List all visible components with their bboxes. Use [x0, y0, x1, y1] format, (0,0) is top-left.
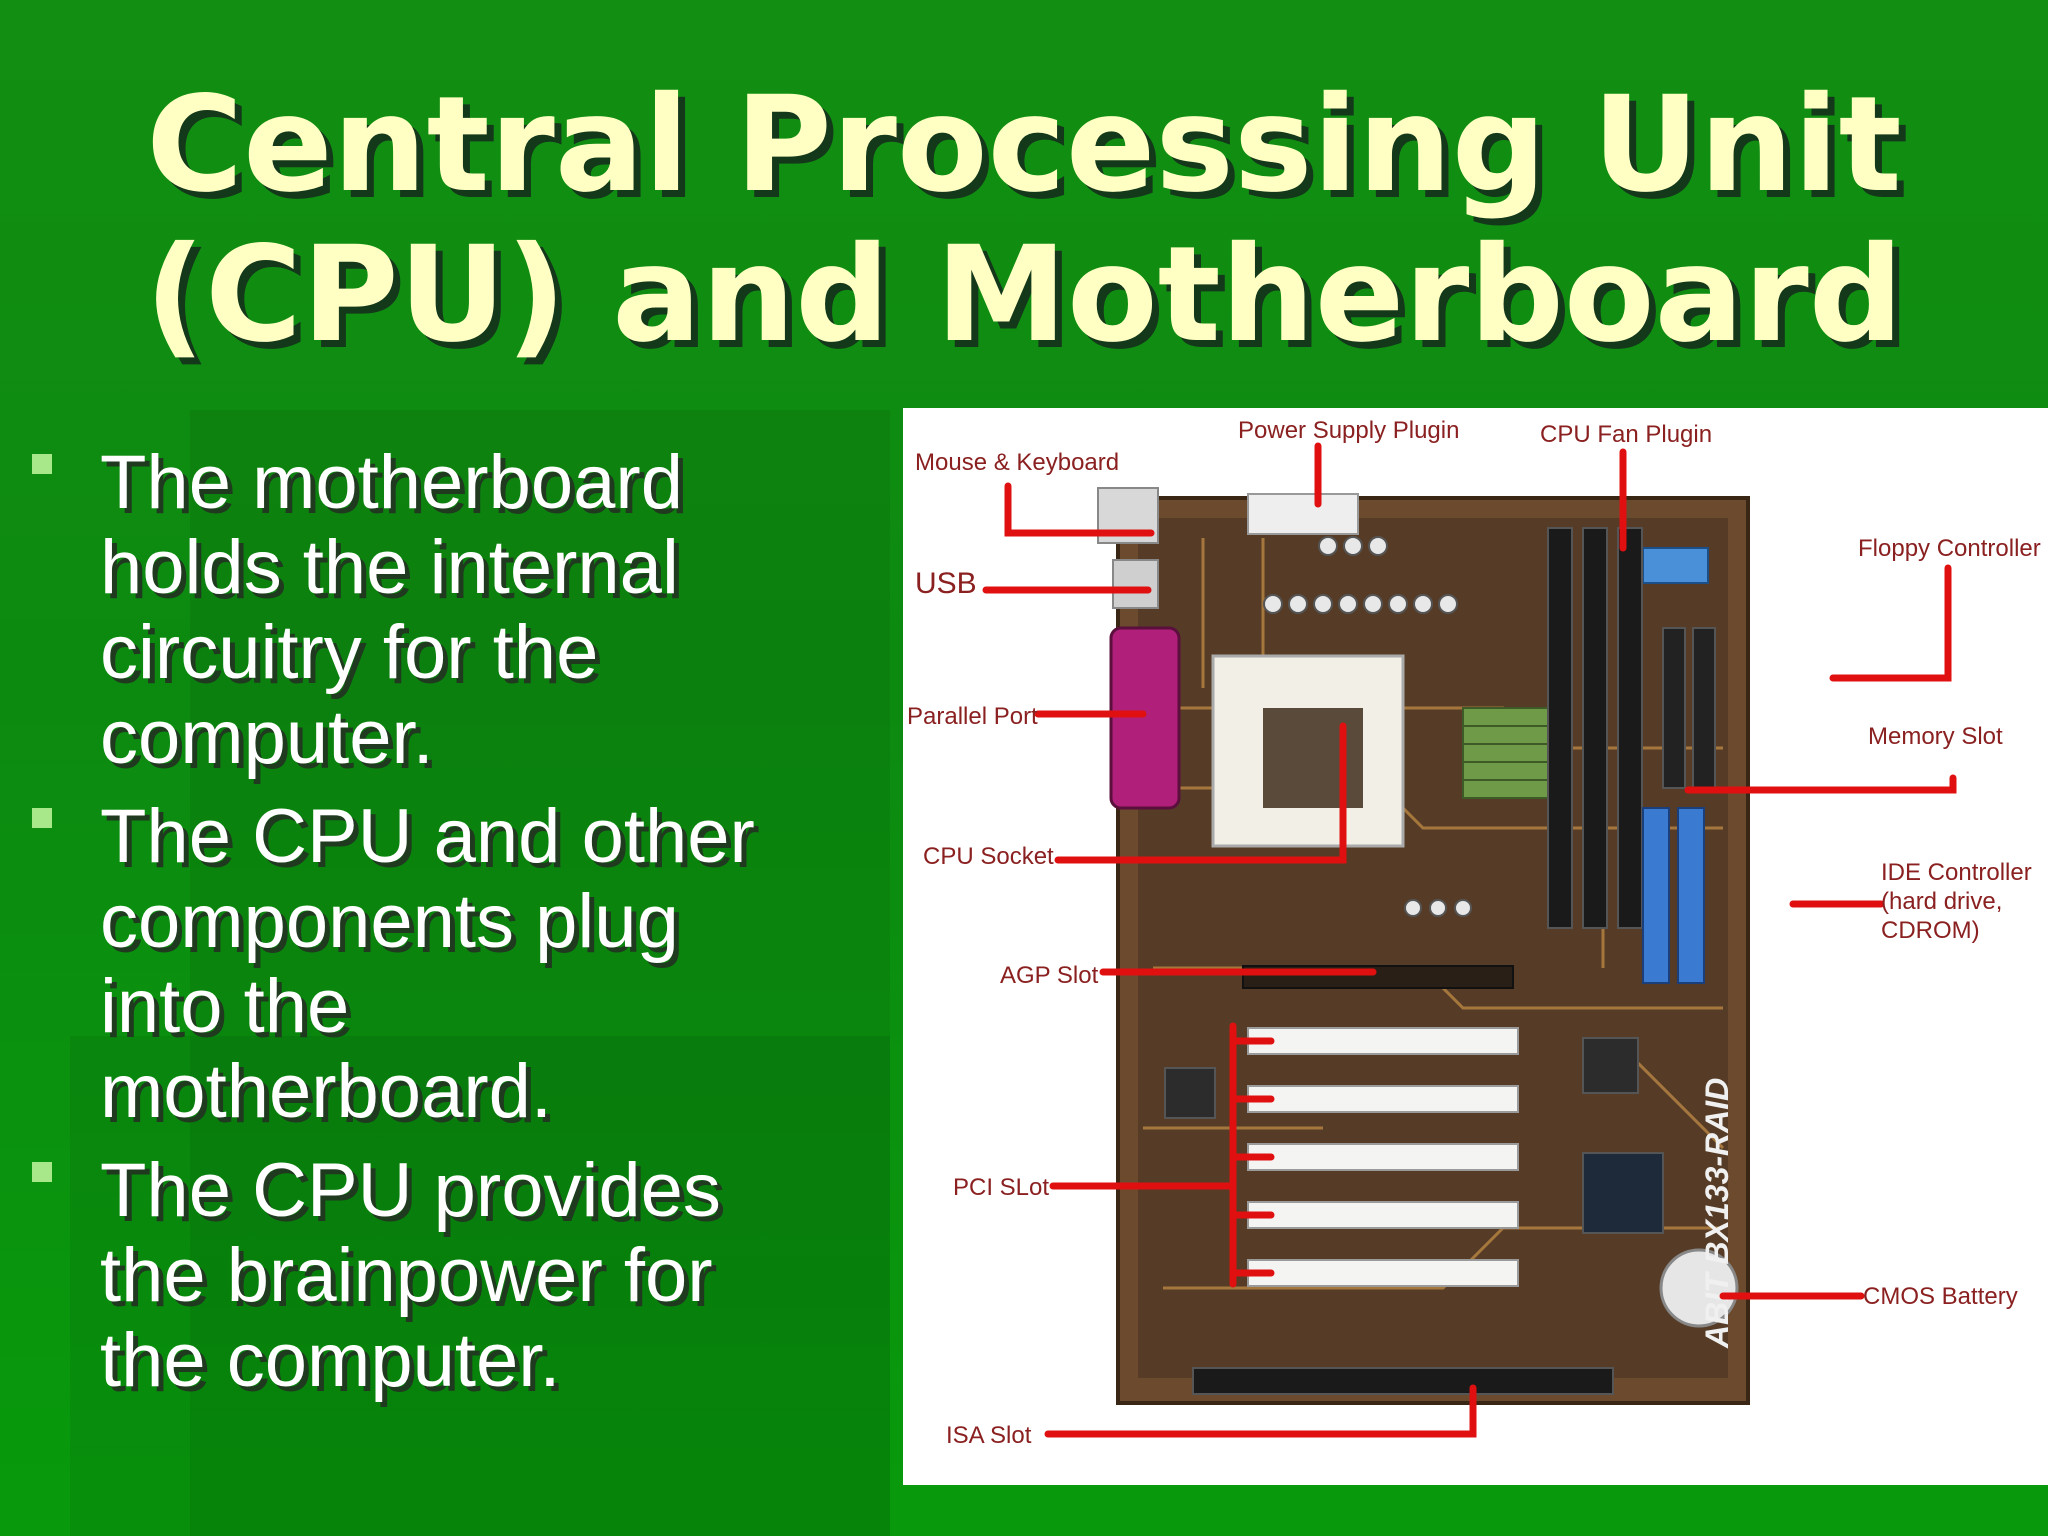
board-model-text: ABIT BX133-RAID — [1699, 1078, 1735, 1349]
label-isa: ISA Slot — [946, 1422, 1032, 1449]
cmos-battery — [1659, 1248, 1739, 1328]
background-stripe — [70, 1036, 890, 1536]
slide-title: Central Processing Unit (CPU) and Mother… — [0, 70, 2048, 370]
label-cmos: CMOS Battery — [1863, 1283, 2018, 1310]
label-agp: AGP Slot — [1000, 962, 1099, 989]
pci-slots — [1247, 1027, 1519, 1287]
label-memory: Memory Slot — [1868, 723, 2003, 750]
isa-slot — [1192, 1367, 1614, 1395]
label-parallel: Parallel Port — [907, 703, 1038, 730]
label-cpu-fan: CPU Fan Plugin — [1540, 421, 1712, 448]
chip-small — [1582, 1037, 1639, 1094]
bullet-marker-icon — [32, 454, 52, 474]
floppy-connector — [1642, 547, 1709, 584]
bullet-text: The CPU provides the brainpower for the … — [100, 1148, 721, 1403]
cpu-socket-center — [1263, 708, 1363, 808]
label-mouse-keyboard: Mouse & Keyboard — [915, 449, 1119, 476]
bullet-item: The CPU provides the brainpower for the … — [24, 1148, 884, 1403]
motherboard-illustration: ABIT BX133-RAID Mouse & Keyboard Power S… — [907, 417, 2041, 1449]
title-line-1: Central Processing Unit — [146, 68, 1902, 222]
leader-isa — [1044, 1384, 1477, 1438]
label-ide-line-1: IDE Controller — [1881, 859, 2032, 886]
capacitors — [1263, 536, 1472, 917]
chipset-heatsink — [1462, 707, 1564, 799]
leader-memory — [1684, 774, 1957, 794]
motherboard-diagram: ABIT BX133-RAID Mouse & Keyboard Power S… — [903, 408, 2048, 1485]
bullet-text: The CPU and other components plug into t… — [100, 794, 755, 1134]
leader-floppy — [1829, 564, 1952, 682]
parallel-port — [1109, 626, 1181, 810]
bullet-item: The CPU and other components plug into t… — [24, 794, 884, 1134]
bullet-marker-icon — [32, 808, 52, 828]
label-ide-line-3: CDROM) — [1881, 917, 1980, 944]
bullet-text: The motherboard holds the internal circu… — [100, 440, 683, 780]
leader-lines — [982, 442, 1957, 1438]
memory-slots — [1547, 527, 1643, 929]
leader-cpu-socket — [1054, 722, 1347, 864]
southbridge-chip — [1582, 1152, 1664, 1234]
label-cpu-socket: CPU Socket — [923, 843, 1054, 870]
bullet-item: The motherboard holds the internal circu… — [24, 440, 884, 780]
leader-pci-bracket — [1229, 1022, 1275, 1288]
label-ide-line-2: (hard drive, — [1881, 888, 2002, 915]
usb-port — [1112, 559, 1159, 609]
ide-connectors — [1642, 807, 1705, 984]
title-line-2: (CPU) and Motherboard — [144, 218, 1904, 372]
bullet-marker-icon — [32, 1162, 52, 1182]
label-pci: PCI SLot — [953, 1174, 1049, 1201]
label-usb: USB — [915, 567, 977, 600]
power-connector — [1247, 493, 1359, 535]
black-slots-right — [1662, 627, 1716, 789]
chip-small — [1164, 1067, 1216, 1119]
bullet-list: The motherboard holds the internal circu… — [24, 440, 884, 1417]
background-stripe — [190, 410, 890, 1536]
leader-mouse-keyboard — [1004, 482, 1155, 537]
label-floppy: Floppy Controller — [1858, 535, 2041, 562]
label-power-supply: Power Supply Plugin — [1238, 417, 1459, 444]
